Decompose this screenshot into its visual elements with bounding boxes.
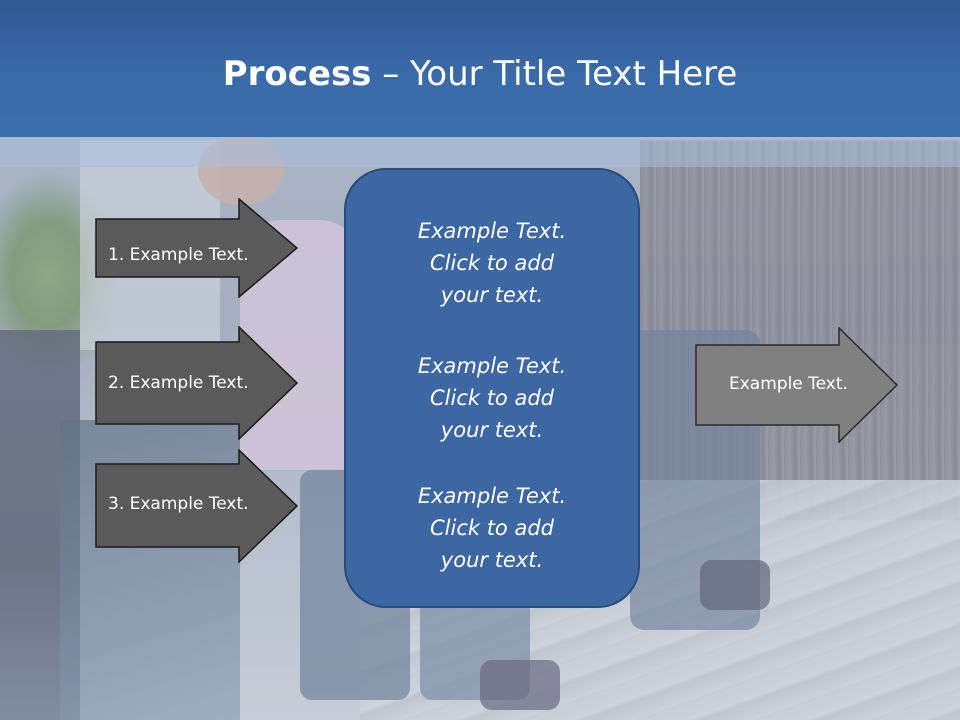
photo-shoe bbox=[700, 560, 770, 610]
title-underband bbox=[0, 137, 960, 167]
right-arrow[interactable]: Example Text. bbox=[695, 327, 899, 443]
center-text-block[interactable]: Example Text. Click to add your text. bbox=[417, 484, 567, 572]
left-arrow-2[interactable]: 2. Example Text. bbox=[95, 326, 299, 440]
slide-title[interactable]: Process – Your Title Text Here bbox=[0, 52, 960, 96]
left-arrow-label: 2. Example Text. bbox=[108, 373, 249, 393]
arrow-right-shape bbox=[95, 449, 299, 563]
photo-shoe bbox=[480, 660, 560, 710]
arrow-right-shape bbox=[695, 327, 899, 443]
left-arrow-1[interactable]: 1. Example Text. bbox=[95, 198, 299, 298]
title-bold: Process bbox=[222, 54, 372, 94]
center-text-block[interactable]: Example Text. Click to add your text. bbox=[417, 219, 567, 307]
left-arrow-label: 3. Example Text. bbox=[108, 494, 249, 514]
right-arrow-label: Example Text. bbox=[729, 374, 848, 394]
title-rest: – Your Title Text Here bbox=[371, 54, 738, 94]
left-arrow-label: 1. Example Text. bbox=[108, 245, 249, 265]
arrow-right-shape bbox=[95, 326, 299, 440]
left-arrow-3[interactable]: 3. Example Text. bbox=[95, 449, 299, 563]
arrow-right-shape bbox=[95, 198, 299, 298]
title-band bbox=[0, 0, 960, 137]
center-text-block[interactable]: Example Text. Click to add your text. bbox=[417, 354, 567, 442]
center-content-box[interactable]: Example Text. Click to add your text. Ex… bbox=[344, 168, 640, 608]
